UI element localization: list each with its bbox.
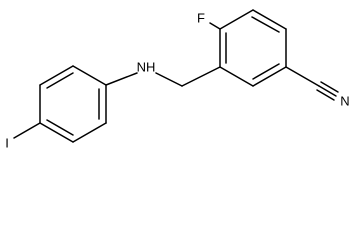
- benzyl-bond: [181, 66, 221, 87]
- ring-a-double-bond-1: [251, 16, 280, 33]
- nitrile-triple-bond-3: [316, 89, 335, 101]
- ring-b-bond-5: [72, 122, 107, 143]
- ring-a-bond-2: [252, 9, 287, 30]
- fluorine-label: F: [197, 11, 205, 26]
- iodine-bond: [13, 122, 41, 139]
- nitrile-nitrogen-label: N: [340, 94, 349, 109]
- methylene-amine-bond: [155, 72, 183, 87]
- ring-a-bond-5: [219, 66, 254, 87]
- chemical-structure-diagram: F N NH I: [5, 9, 350, 151]
- ring-a-double-bond-2: [252, 63, 280, 80]
- nitrile-triple-bond-2: [320, 81, 339, 93]
- ring-b-double-bond-2: [46, 119, 74, 136]
- ring-b-bond-2: [39, 65, 74, 86]
- ring-b-bond-1: [72, 65, 107, 86]
- iodine-label: I: [5, 136, 9, 151]
- nitrile-group: [285, 66, 339, 101]
- amine-aryl-bond: [105, 72, 138, 86]
- ring-a-bond-4: [252, 66, 287, 87]
- ring-b-bond-4: [39, 122, 74, 143]
- fluorine-bond: [209, 22, 221, 30]
- ring-b-double-bond-1: [46, 72, 74, 89]
- iodophenyl-ring: [39, 65, 107, 143]
- ring-a-bond-1: [219, 9, 254, 30]
- nitrile-triple-bond-1: [318, 85, 337, 97]
- nitrile-single-bond: [285, 66, 320, 87]
- amine-label: NH: [137, 60, 156, 75]
- benzonitrile-ring: [219, 9, 287, 87]
